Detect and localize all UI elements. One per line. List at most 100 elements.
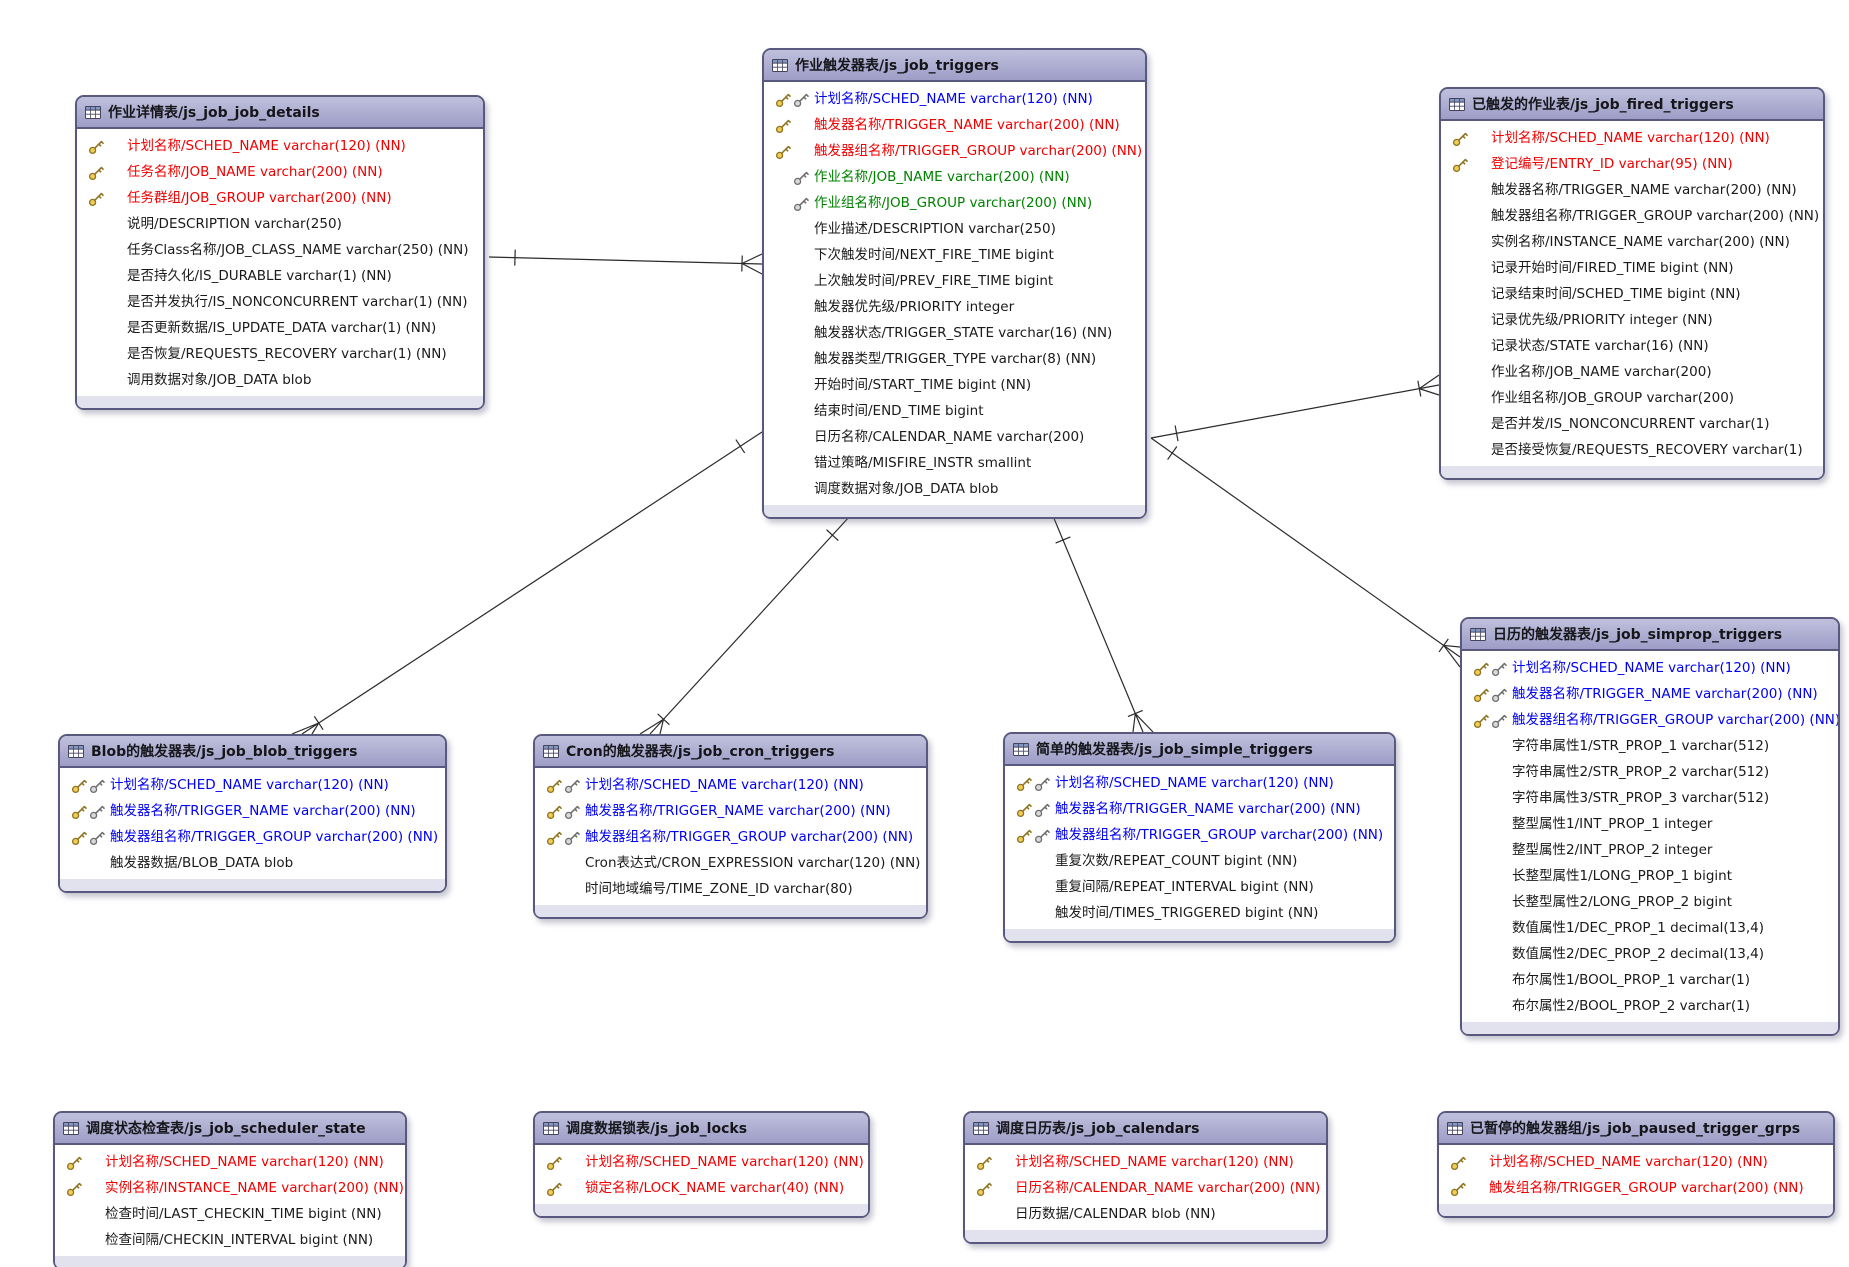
- gold-key-icon: [1452, 156, 1468, 177]
- column-row: 数值属性2/DEC_PROP_2 decimal(13,4): [1462, 941, 1838, 967]
- column-label: 是否恢复/REQUESTS_RECOVERY varchar(1) (NN): [127, 346, 447, 362]
- table-blob-triggers[interactable]: Blob的触发器表/js_job_blob_triggers 计划名称/SCHED…: [58, 734, 447, 893]
- table-title: 已暂停的触发器组/js_job_paused_trigger_grps: [1470, 1121, 1801, 1137]
- table-footer: [764, 505, 1145, 517]
- column-label: 布尔属性1/BOOL_PROP_1 varchar(1): [1512, 972, 1751, 988]
- table-title: 调度状态检查表/js_job_scheduler_state: [86, 1121, 366, 1137]
- gold-key-icon: [1450, 1154, 1466, 1175]
- table-header-triggers: 作业触发器表/js_job_triggers: [764, 50, 1145, 82]
- table-header-simprop-triggers: 日历的触发器表/js_job_simprop_triggers: [1462, 619, 1838, 651]
- column-label: 长整型属性2/LONG_PROP_2 bigint: [1512, 894, 1733, 910]
- table-icon: [85, 105, 101, 119]
- connector-triggers-to-blob: [291, 431, 763, 735]
- column-label: Cron表达式/CRON_EXPRESSION varchar(120) (NN…: [585, 855, 921, 871]
- column-label: 检查时间/LAST_CHECKIN_TIME bigint (NN): [105, 1206, 382, 1222]
- column-row: 计划名称/SCHED_NAME varchar(120) (NN): [60, 772, 445, 798]
- column-row: 错过策略/MISFIRE_INSTR smallint: [764, 450, 1145, 476]
- column-row: 记录优先级/PRIORITY integer (NN): [1441, 307, 1823, 333]
- column-label: 计划名称/SCHED_NAME varchar(120) (NN): [1512, 660, 1791, 676]
- column-row: 说明/DESCRIPTION varchar(250): [77, 211, 483, 237]
- column-label: 检查间隔/CHECKIN_INTERVAL bigint (NN): [105, 1232, 374, 1248]
- column-label: 重复次数/REPEAT_COUNT bigint (NN): [1055, 853, 1298, 869]
- connector-job-details-to-triggers: [488, 249, 763, 275]
- column-label: 触发器类型/TRIGGER_TYPE varchar(8) (NN): [814, 351, 1097, 367]
- gold-key-icon: [546, 1180, 562, 1201]
- column-row: 计划名称/SCHED_NAME varchar(120) (NN): [764, 86, 1145, 112]
- table-paused-trigger-grps[interactable]: 已暂停的触发器组/js_job_paused_trigger_grps 计划名称/…: [1437, 1111, 1835, 1218]
- column-row: 触发器组名称/TRIGGER_GROUP varchar(200) (NN): [535, 824, 926, 850]
- silver-key-icon: [793, 195, 809, 216]
- table-scheduler-state[interactable]: 调度状态检查表/js_job_scheduler_state 计划名称/SCHED…: [53, 1111, 407, 1267]
- column-label: 计划名称/SCHED_NAME varchar(120) (NN): [1055, 775, 1334, 791]
- silver-key-icon: [1491, 660, 1507, 681]
- table-columns: 计划名称/SCHED_NAME varchar(120) (NN)触发组名称/T…: [1439, 1145, 1833, 1201]
- column-row: 任务Class名称/JOB_CLASS_NAME varchar(250) (N…: [77, 237, 483, 263]
- table-title: Blob的触发器表/js_job_blob_triggers: [91, 744, 358, 760]
- silver-key-icon: [1034, 827, 1050, 848]
- column-label: 说明/DESCRIPTION varchar(250): [127, 216, 342, 232]
- column-row: 检查间隔/CHECKIN_INTERVAL bigint (NN): [55, 1227, 405, 1253]
- column-label: 实例名称/INSTANCE_NAME varchar(200) (NN): [1491, 234, 1790, 250]
- column-label: 字符串属性1/STR_PROP_1 varchar(512): [1512, 738, 1770, 754]
- table-header-scheduler-state: 调度状态检查表/js_job_scheduler_state: [55, 1113, 405, 1145]
- table-title: Cron的触发器表/js_job_cron_triggers: [566, 744, 835, 760]
- column-label: 是否接受恢复/REQUESTS_RECOVERY varchar(1): [1491, 442, 1803, 458]
- gold-key-icon: [1016, 827, 1032, 848]
- column-row: 调用数据对象/JOB_DATA blob: [77, 367, 483, 393]
- column-row: 调度数据对象/JOB_DATA blob: [764, 476, 1145, 502]
- column-label: 布尔属性2/BOOL_PROP_2 varchar(1): [1512, 998, 1751, 1014]
- silver-key-icon: [793, 169, 809, 190]
- table-header-blob-triggers: Blob的触发器表/js_job_blob_triggers: [60, 736, 445, 768]
- column-label: 结束时间/END_TIME bigint: [814, 403, 984, 419]
- silver-key-icon: [89, 777, 105, 798]
- table-columns: 计划名称/SCHED_NAME varchar(120) (NN)实例名称/IN…: [55, 1145, 405, 1253]
- table-columns: 计划名称/SCHED_NAME varchar(120) (NN)任务名称/JO…: [77, 129, 483, 393]
- table-footer: [965, 1230, 1326, 1242]
- table-title: 调度数据锁表/js_job_locks: [566, 1121, 748, 1137]
- column-label: 触发器名称/TRIGGER_NAME varchar(200) (NN): [814, 117, 1120, 133]
- column-label: 作业描述/DESCRIPTION varchar(250): [814, 221, 1056, 237]
- table-icon: [772, 58, 788, 72]
- gold-key-icon: [66, 1154, 82, 1175]
- gold-key-icon: [546, 777, 562, 798]
- gold-key-icon: [976, 1180, 992, 1201]
- column-label: 触发器组名称/TRIGGER_GROUP varchar(200) (NN): [1491, 208, 1820, 224]
- column-row: 下次触发时间/NEXT_FIRE_TIME bigint: [764, 242, 1145, 268]
- table-simprop-triggers[interactable]: 日历的触发器表/js_job_simprop_triggers 计划名称/SCHE…: [1460, 617, 1840, 1036]
- column-row: 是否恢复/REQUESTS_RECOVERY varchar(1) (NN): [77, 341, 483, 367]
- column-label: 计划名称/SCHED_NAME varchar(120) (NN): [1489, 1154, 1768, 1170]
- column-label: 触发器名称/TRIGGER_NAME varchar(200) (NN): [1491, 182, 1797, 198]
- table-icon: [63, 1121, 79, 1135]
- column-row: 重复间隔/REPEAT_INTERVAL bigint (NN): [1005, 874, 1394, 900]
- column-label: 计划名称/SCHED_NAME varchar(120) (NN): [110, 777, 389, 793]
- column-row: 触发器名称/TRIGGER_NAME varchar(200) (NN): [60, 798, 445, 824]
- silver-key-icon: [89, 803, 105, 824]
- column-row: 整型属性2/INT_PROP_2 integer: [1462, 837, 1838, 863]
- column-row: 实例名称/INSTANCE_NAME varchar(200) (NN): [1441, 229, 1823, 255]
- gold-key-icon: [1473, 660, 1489, 681]
- column-row: 作业描述/DESCRIPTION varchar(250): [764, 216, 1145, 242]
- column-label: 调用数据对象/JOB_DATA blob: [127, 372, 312, 388]
- column-label: 触发器名称/TRIGGER_NAME varchar(200) (NN): [585, 803, 891, 819]
- column-label: 字符串属性3/STR_PROP_3 varchar(512): [1512, 790, 1770, 806]
- column-label: 触发器组名称/TRIGGER_GROUP varchar(200) (NN): [814, 143, 1143, 159]
- table-title: 日历的触发器表/js_job_simprop_triggers: [1493, 627, 1783, 643]
- column-row: 登记编号/ENTRY_ID varchar(95) (NN): [1441, 151, 1823, 177]
- column-row: 是否接受恢复/REQUESTS_RECOVERY varchar(1): [1441, 437, 1823, 463]
- silver-key-icon: [1034, 775, 1050, 796]
- table-footer: [1462, 1022, 1838, 1034]
- table-columns: 计划名称/SCHED_NAME varchar(120) (NN) 触发器名称/T…: [764, 82, 1145, 502]
- table-columns: 计划名称/SCHED_NAME varchar(120) (NN)登记编号/EN…: [1441, 121, 1823, 463]
- column-row: 日历数据/CALENDAR blob (NN): [965, 1201, 1326, 1227]
- column-row: 是否持久化/IS_DURABLE varchar(1) (NN): [77, 263, 483, 289]
- column-label: 计划名称/SCHED_NAME varchar(120) (NN): [127, 138, 406, 154]
- column-row: 时间地域编号/TIME_ZONE_ID varchar(80): [535, 876, 926, 902]
- table-columns: 计划名称/SCHED_NAME varchar(120) (NN)日历名称/CA…: [965, 1145, 1326, 1227]
